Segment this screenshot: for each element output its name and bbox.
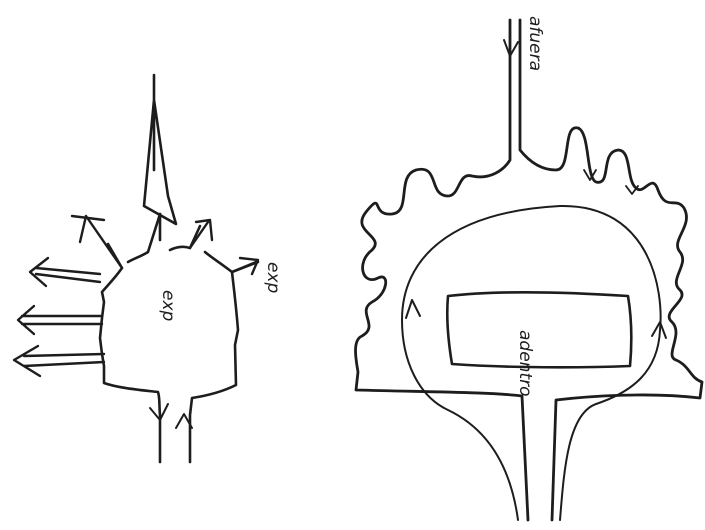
arrow-right: [232, 258, 258, 274]
membrane-arrow-2: [626, 186, 638, 194]
left-body-outline: [100, 214, 258, 462]
outer-membrane: [356, 20, 703, 520]
circulation-arrow-left: [406, 300, 420, 318]
center-label: exp: [158, 290, 178, 322]
top-label: afuera: [525, 16, 545, 71]
arrow-upper-right: [190, 220, 212, 248]
arrow-left-3: [14, 346, 104, 376]
arrow-upper-left: [72, 216, 122, 268]
arrow-left-1: [30, 258, 100, 286]
inner-label: adentro: [515, 330, 535, 397]
nucleus: [447, 292, 631, 367]
side-label: exp: [263, 262, 283, 294]
bottom-entry-arrows: [150, 404, 192, 428]
left-figure: exp exp: [14, 75, 283, 462]
top-arrow: [144, 75, 176, 240]
arrow-left-2: [18, 306, 102, 334]
right-figure: afuera adentro: [356, 16, 703, 520]
